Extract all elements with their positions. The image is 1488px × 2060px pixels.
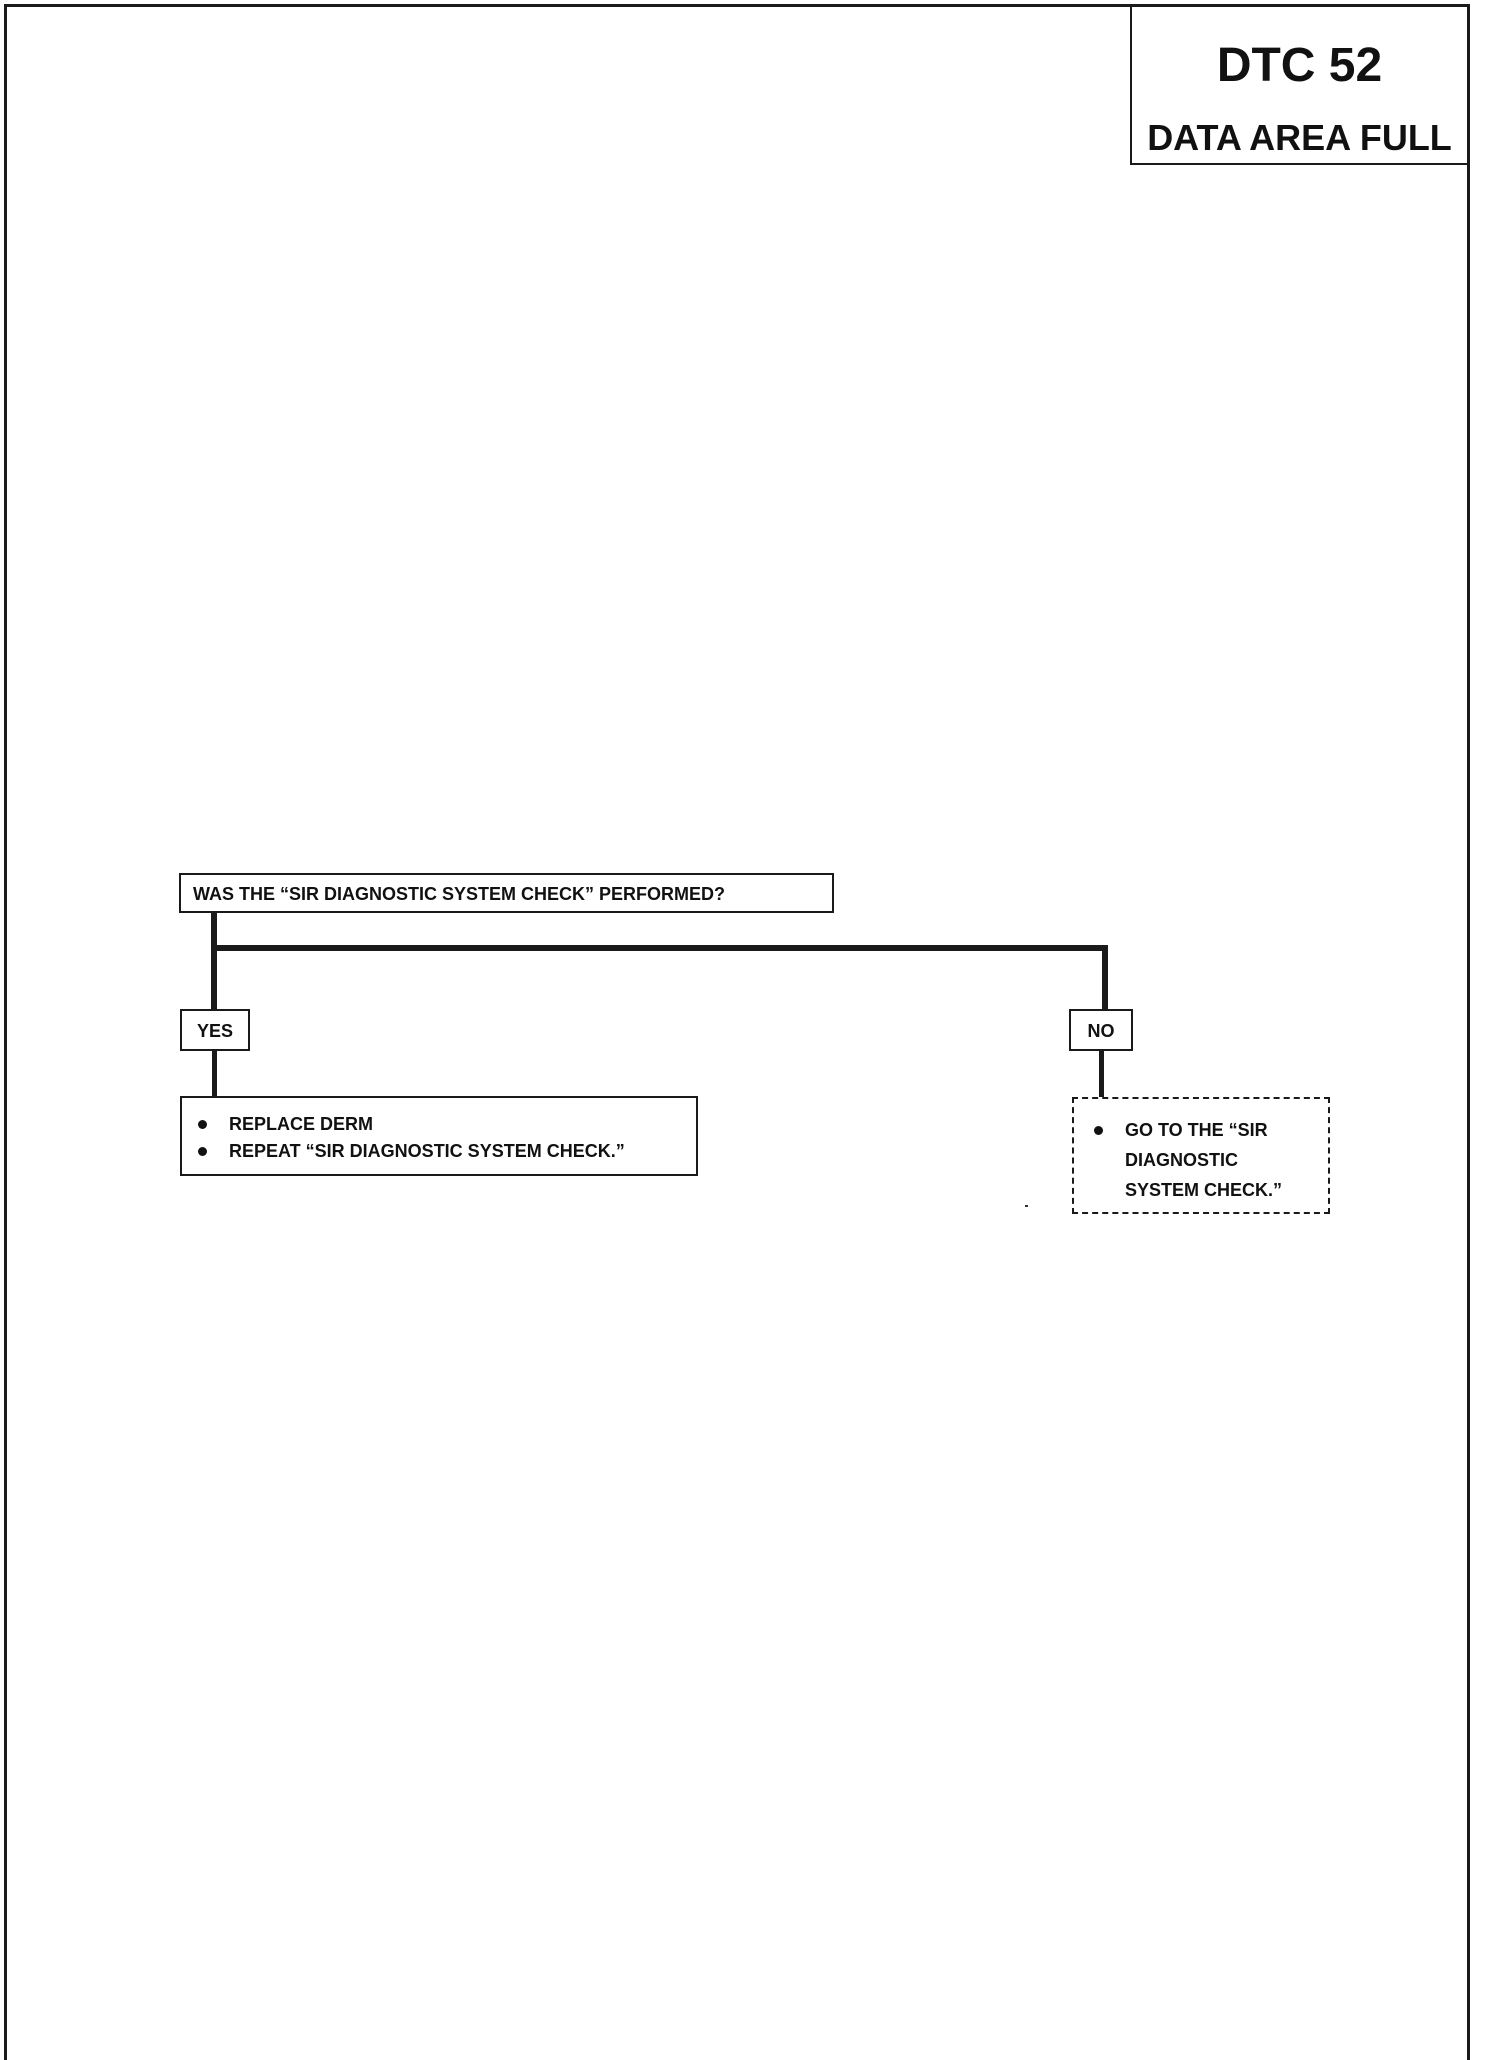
page-frame (4, 4, 1470, 2060)
question-box: WAS THE “SIR DIAGNOSTIC SYSTEM CHECK” PE… (179, 873, 834, 913)
yes-action-box: REPLACE DERM REPEAT “SIR DIAGNOSTIC SYST… (180, 1096, 698, 1176)
dtc-code: DTC 52 (1216, 39, 1383, 92)
branch-horizontal-line (211, 945, 1108, 951)
no-action-box: GO TO THE “SIR DIAGNOSTIC SYSTEM CHECK.” (1072, 1097, 1330, 1214)
scan-speck (1025, 1205, 1028, 1207)
yes-label: YES (196, 1021, 234, 1041)
stem-from-question (211, 913, 217, 1009)
yes-label-box: YES (180, 1009, 250, 1051)
dtc-description: DATA AREA FULL (1147, 117, 1452, 158)
no-action-line: GO TO THE “SIR (1125, 1120, 1268, 1140)
title-block: DTC 52 DATA AREA FULL (1130, 4, 1467, 165)
branch-down-to-no (1102, 945, 1108, 1009)
no-label-box: NO (1069, 1009, 1133, 1051)
no-action-line: DIAGNOSTIC (1125, 1150, 1239, 1170)
no-action-text: GO TO THE “SIR DIAGNOSTIC SYSTEM CHECK.” (1090, 1115, 1328, 1205)
stem-yes-to-action (212, 1051, 217, 1096)
list-item: REPEAT “SIR DIAGNOSTIC SYSTEM CHECK.” (194, 1138, 696, 1165)
list-item: REPLACE DERM (194, 1111, 696, 1138)
no-action-line: SYSTEM CHECK.” (1125, 1180, 1283, 1200)
no-label: NO (1087, 1021, 1115, 1041)
question-text: WAS THE “SIR DIAGNOSTIC SYSTEM CHECK” PE… (193, 884, 726, 904)
stem-no-to-action (1099, 1051, 1104, 1097)
